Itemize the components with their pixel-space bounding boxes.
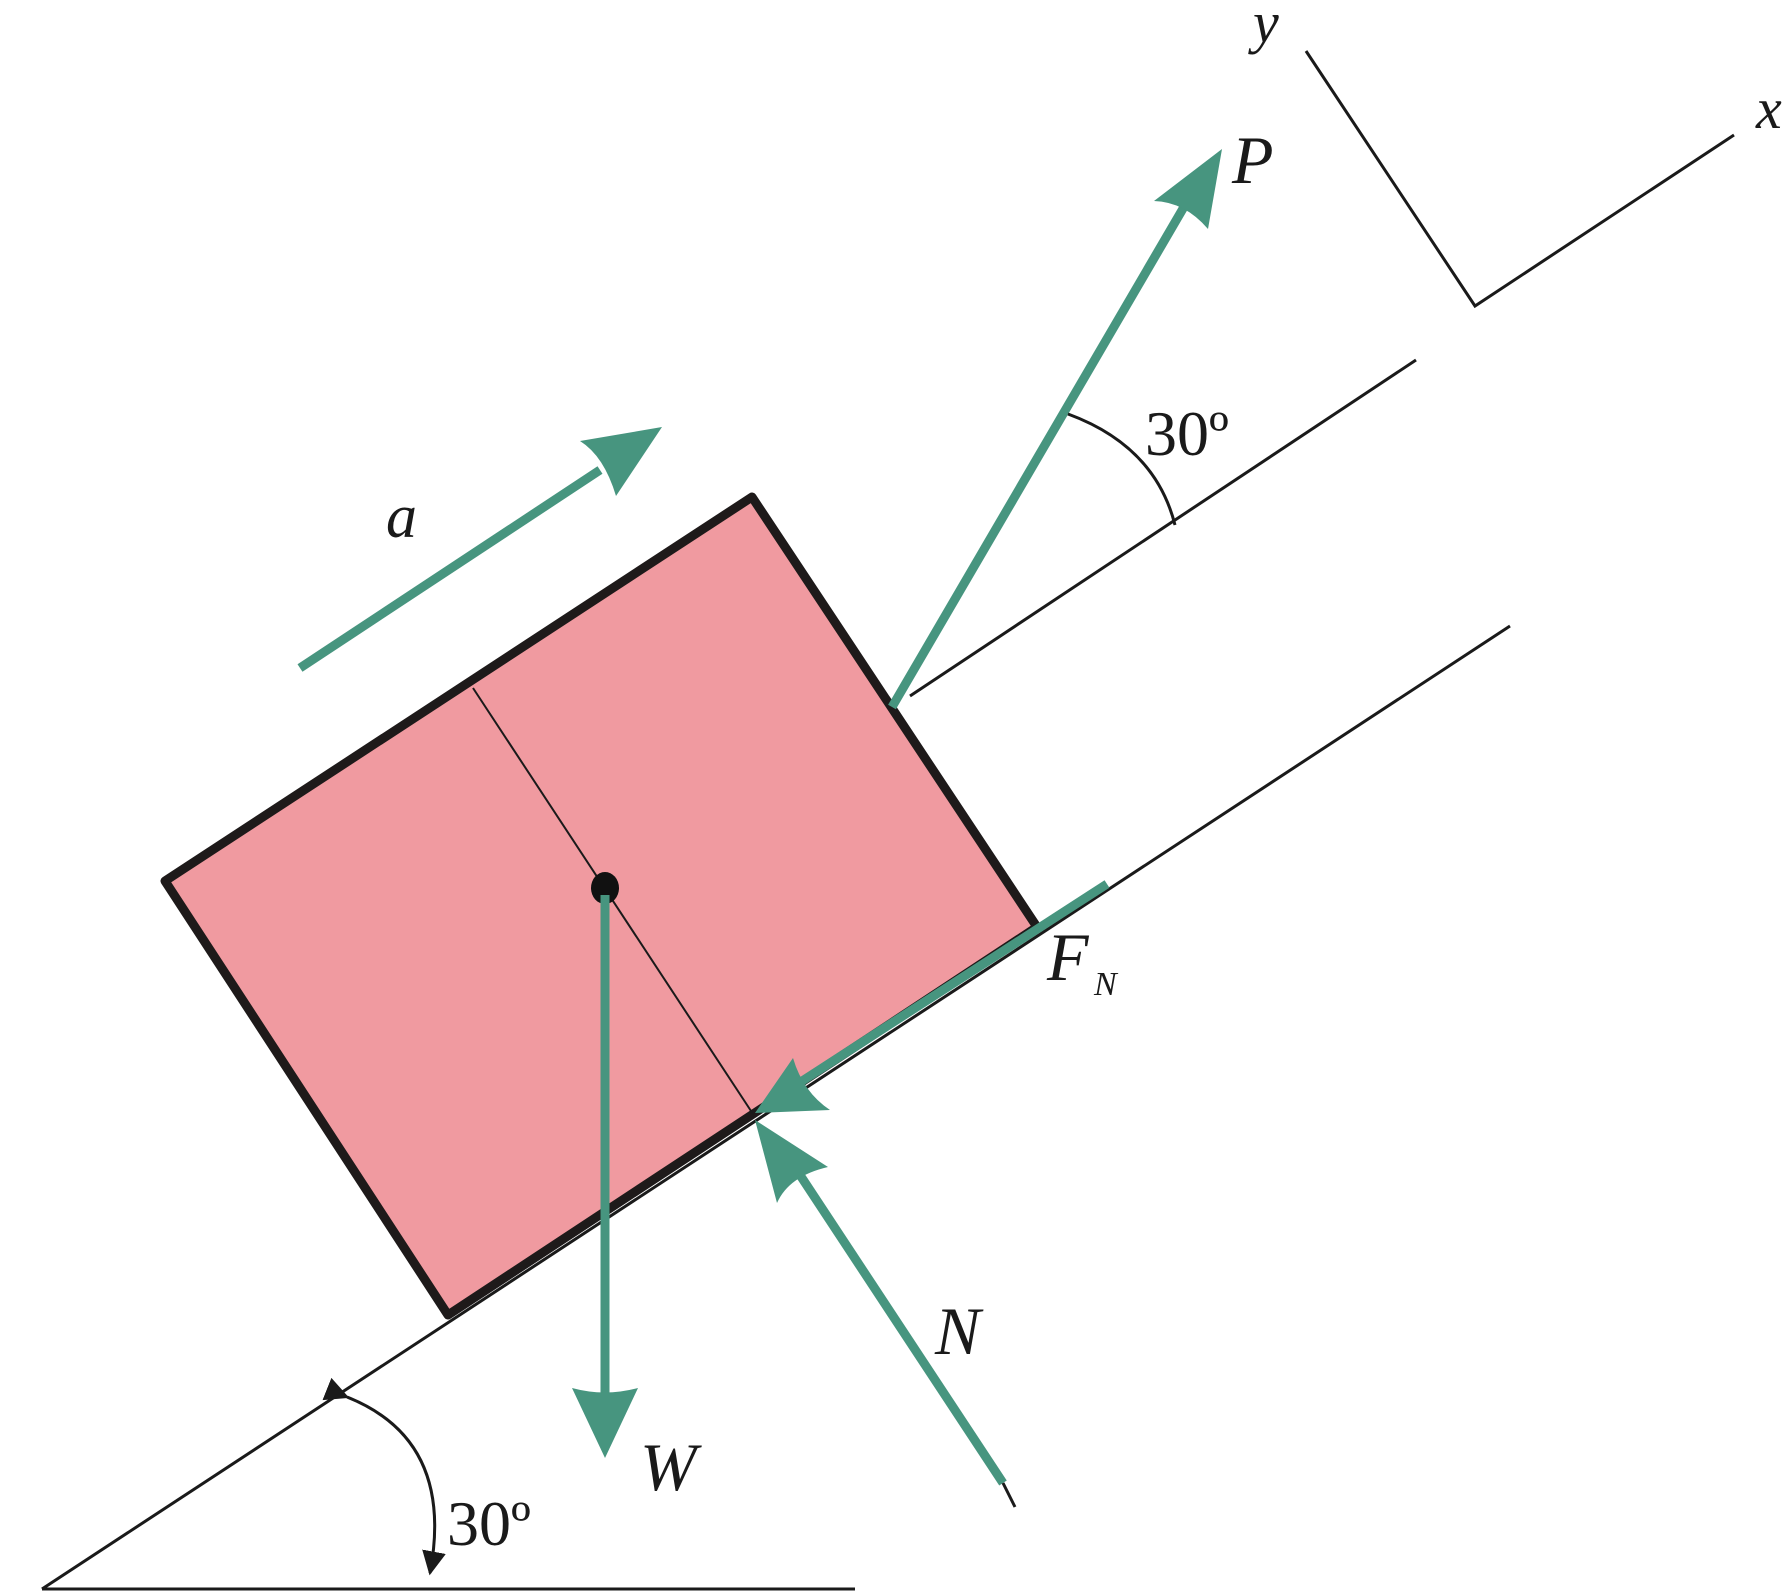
angle-P-label: 30º <box>1145 398 1229 469</box>
weight-label: W <box>640 1429 702 1505</box>
guide-line-parallel <box>909 358 1417 698</box>
coordinate-axes <box>1304 50 1735 309</box>
x-axis-label: x <box>1755 76 1782 141</box>
normal-force-arrow <box>755 1120 1017 1508</box>
friction-force-label: F <box>1046 919 1090 995</box>
angle-arc-P <box>1067 412 1177 526</box>
acceleration-arrow <box>297 427 662 672</box>
y-axis-label: y <box>1248 0 1279 55</box>
weight-arrow <box>572 895 638 1458</box>
friction-force-subscript: N <box>1093 966 1119 1003</box>
force-P-arrow <box>888 149 1222 710</box>
angle-incline-label: 30º <box>447 1488 531 1559</box>
force-P-label: P <box>1231 122 1274 198</box>
center-of-mass-dot <box>591 872 619 904</box>
friction-force-arrow <box>755 880 1110 1113</box>
angle-arc-incline <box>322 1377 446 1576</box>
acceleration-label: a <box>386 483 417 551</box>
normal-force-label: N <box>934 1293 984 1369</box>
